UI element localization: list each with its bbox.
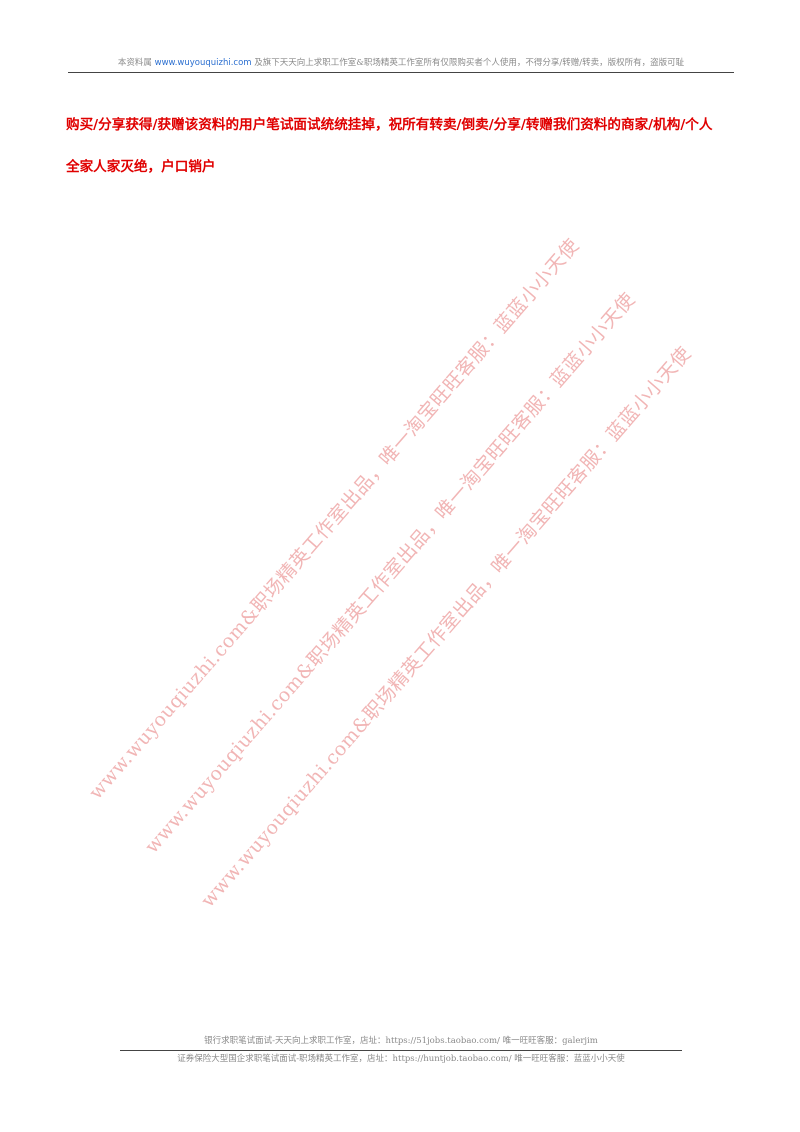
footer-line-2: 证券保险大型国企求职笔试面试-职场精英工作室，店址：https://huntjo… [177,1054,625,1064]
page-header: 本资料属 www.wuyouquizhi.com 及旗下天天向上求职工作室&职场… [68,54,734,72]
header-suffix: 及旗下天天向上求职工作室&职场精英工作室所有仅限购买者个人使用，不得分享/转赠/… [254,58,685,68]
watermark-line-3: www.wuyouqiuzhi.com&职场精英工作室出品，唯一淘宝旺旺客服：蓝… [196,342,696,912]
watermark-line-1: www.wuyouqiuzhi.com&职场精英工作室出品，唯一淘宝旺旺客服：蓝… [84,234,584,804]
header-prefix: 本资料属 [117,58,152,68]
footer-divider [120,1050,682,1051]
warning-line-1: 购买/分享获得/获赠该资料的用户笔试面试统统挂掉，祝所有转卖/倒卖/分享/转赠我… [66,117,713,133]
warning-notice: 购买/分享获得/获赠该资料的用户笔试面试统统挂掉，祝所有转卖/倒卖/分享/转赠我… [66,104,742,188]
header-website-link[interactable]: www.wuyouquizhi.com [154,58,252,68]
footer-line-1: 银行求职笔试面试-天天向上求职工作室，店址：https://51jobs.tao… [204,1036,598,1046]
header-divider [68,72,734,73]
watermark-line-2: www.wuyouqiuzhi.com&职场精英工作室出品，唯一淘宝旺旺客服：蓝… [140,288,640,858]
warning-line-2: 全家人家灭绝，户口销户 [66,159,216,175]
